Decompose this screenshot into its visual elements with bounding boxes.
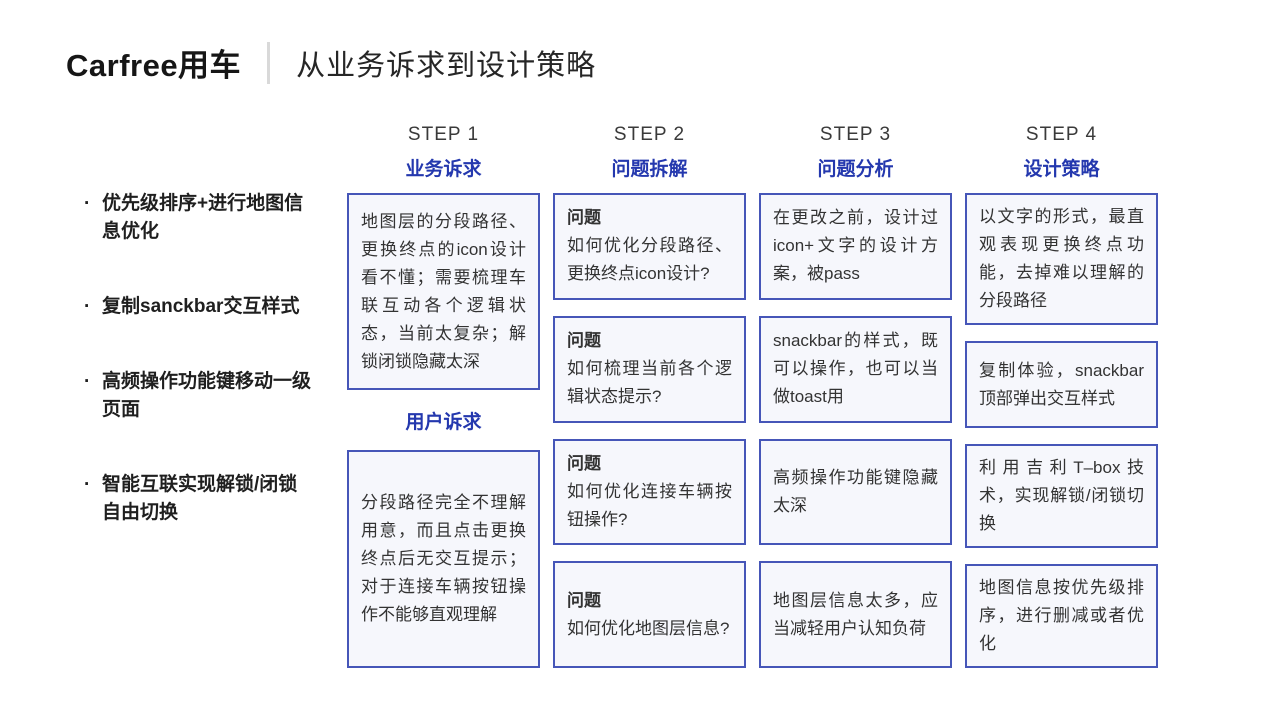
title-divider bbox=[267, 41, 271, 84]
info-card-problem: 问题 如何梳理当前各个逻辑状态提示? bbox=[553, 315, 746, 423]
card-text: 地图信息按优先级排序，进行删减或者优化 bbox=[979, 578, 1144, 653]
strategy-bullet-text: 智能互联实现解锁/闭锁自由切换 bbox=[102, 474, 298, 523]
card-problem-label: 问题 bbox=[567, 331, 601, 351]
card-text: 如何优化分段路径、更换终点icon设计? bbox=[567, 236, 732, 284]
strategy-bullet-text: 优先级排序+进行地图信息优化 bbox=[102, 193, 304, 242]
strategy-bullet-text: 高频操作功能键移动一级页面 bbox=[102, 371, 312, 420]
step-column-2: STEP 2 问题拆解 问题 如何优化分段路径、更换终点icon设计? 问题 如… bbox=[553, 120, 746, 668]
info-card-strategy: 以文字的形式，最直观表现更换终点功能，去掉难以理解的分段路径 bbox=[965, 193, 1158, 325]
slide-header: Carfree用车 从业务诉求到设计策略 bbox=[66, 40, 596, 85]
strategy-bullet-item: · 优先级排序+进行地图信息优化 bbox=[84, 190, 312, 246]
step-number: STEP 4 bbox=[1025, 124, 1098, 145]
card-problem-label: 问题 bbox=[567, 590, 601, 610]
step-column-3-boxes: 在更改之前，设计过icon+文字的设计方案，被pass snackbar的样式，… bbox=[759, 193, 952, 668]
step-number: STEP 3 bbox=[819, 124, 892, 145]
card-text: 地图层的分段路径、更换终点的icon设计看不懂；需要梳理车联互动各个逻辑状态，当… bbox=[361, 211, 526, 371]
info-card-analysis: 在更改之前，设计过icon+文字的设计方案，被pass bbox=[759, 193, 952, 300]
step-column-4-boxes: 以文字的形式，最直观表现更换终点功能，去掉难以理解的分段路径 复制体验，snac… bbox=[965, 193, 1158, 668]
card-text: snackbar的样式，既可以操作，也可以当做toast用 bbox=[773, 331, 938, 407]
card-text: 利用吉利T–box技术，实现解锁/闭锁切换 bbox=[979, 458, 1144, 533]
step-number: STEP 1 bbox=[407, 124, 480, 145]
info-card-problem: 问题 如何优化连接车辆按钮操作? bbox=[553, 438, 746, 546]
info-card-strategy: 利用吉利T–box技术，实现解锁/闭锁切换 bbox=[965, 444, 1158, 548]
bullet-dot-icon: · bbox=[84, 371, 91, 392]
card-text: 如何优化地图层信息? bbox=[567, 618, 730, 638]
user-demand-label: 用户诉求 bbox=[405, 411, 482, 433]
step-column-3-header: STEP 3 问题分析 bbox=[759, 120, 952, 193]
card-text: 以文字的形式，最直观表现更换终点功能，去掉难以理解的分段路径 bbox=[979, 207, 1144, 310]
step-column-1-header: STEP 1 业务诉求 bbox=[347, 120, 540, 193]
slide-subtitle: 从业务诉求到设计策略 bbox=[296, 49, 597, 82]
step-number: STEP 2 bbox=[613, 124, 686, 145]
bullet-dot-icon: · bbox=[84, 296, 91, 317]
info-card-business-demand: 地图层的分段路径、更换终点的icon设计看不懂；需要梳理车联互动各个逻辑状态，当… bbox=[347, 193, 540, 390]
step-title: 问题分析 bbox=[817, 159, 894, 180]
step-column-1: STEP 1 业务诉求 地图层的分段路径、更换终点的icon设计看不懂；需要梳理… bbox=[347, 120, 540, 668]
card-text: 地图层信息太多，应当减轻用户认知负荷 bbox=[773, 590, 938, 638]
card-text: 高频操作功能键隐藏太深 bbox=[773, 467, 938, 515]
card-problem-label: 问题 bbox=[567, 453, 601, 473]
card-text: 分段路径完全不理解用意，而且点击更换终点后无交互提示；对于连接车辆按钮操作不能够… bbox=[361, 493, 526, 624]
step-column-4-header: STEP 4 设计策略 bbox=[965, 120, 1158, 193]
info-card-user-demand: 分段路径完全不理解用意，而且点击更换终点后无交互提示；对于连接车辆按钮操作不能够… bbox=[347, 450, 540, 668]
sidebar-strategy-list: · 优先级排序+进行地图信息优化 · 复制sanckbar交互样式 · 高频操作… bbox=[84, 190, 312, 527]
card-problem-label: 问题 bbox=[567, 208, 601, 228]
step-column-3: STEP 3 问题分析 在更改之前，设计过icon+文字的设计方案，被pass … bbox=[759, 120, 952, 668]
card-text: 如何优化连接车辆按钮操作? bbox=[567, 481, 732, 529]
step-column-2-boxes: 问题 如何优化分段路径、更换终点icon设计? 问题 如何梳理当前各个逻辑状态提… bbox=[553, 193, 746, 668]
step-column-2-header: STEP 2 问题拆解 bbox=[553, 120, 746, 193]
info-card-analysis: 高频操作功能键隐藏太深 bbox=[759, 438, 952, 546]
strategy-bullet-item: · 复制sanckbar交互样式 bbox=[84, 293, 312, 321]
strategy-bullet-item: · 高频操作功能键移动一级页面 bbox=[84, 368, 312, 424]
info-card-analysis: snackbar的样式，既可以操作，也可以当做toast用 bbox=[759, 315, 952, 423]
steps-grid: STEP 1 业务诉求 地图层的分段路径、更换终点的icon设计看不懂；需要梳理… bbox=[347, 120, 1158, 668]
strategy-bullet-text: 复制sanckbar交互样式 bbox=[102, 296, 300, 317]
step-column-1-boxes: 地图层的分段路径、更换终点的icon设计看不懂；需要梳理车联互动各个逻辑状态，当… bbox=[347, 193, 540, 668]
slide-title: Carfree用车 bbox=[66, 48, 242, 83]
info-card-strategy: 复制体验，snackbar顶部弹出交互样式 bbox=[965, 341, 1158, 428]
step-column-4: STEP 4 设计策略 以文字的形式，最直观表现更换终点功能，去掉难以理解的分段… bbox=[965, 120, 1158, 668]
card-text: 如何梳理当前各个逻辑状态提示? bbox=[567, 359, 732, 407]
strategy-bullet-item: · 智能互联实现解锁/闭锁自由切换 bbox=[84, 471, 312, 527]
info-card-analysis: 地图层信息太多，应当减轻用户认知负荷 bbox=[759, 561, 952, 668]
step-title: 业务诉求 bbox=[405, 159, 482, 180]
bullet-dot-icon: · bbox=[84, 474, 91, 495]
info-card-problem: 问题 如何优化分段路径、更换终点icon设计? bbox=[553, 193, 746, 300]
info-card-strategy: 地图信息按优先级排序，进行删减或者优化 bbox=[965, 564, 1158, 668]
card-text: 在更改之前，设计过icon+文字的设计方案，被pass bbox=[773, 208, 938, 284]
step-title: 问题拆解 bbox=[611, 159, 688, 180]
step-title: 设计策略 bbox=[1023, 159, 1100, 180]
bullet-dot-icon: · bbox=[84, 193, 91, 214]
card-text: 复制体验，snackbar顶部弹出交互样式 bbox=[979, 360, 1144, 408]
info-card-problem: 问题 如何优化地图层信息? bbox=[553, 561, 746, 668]
